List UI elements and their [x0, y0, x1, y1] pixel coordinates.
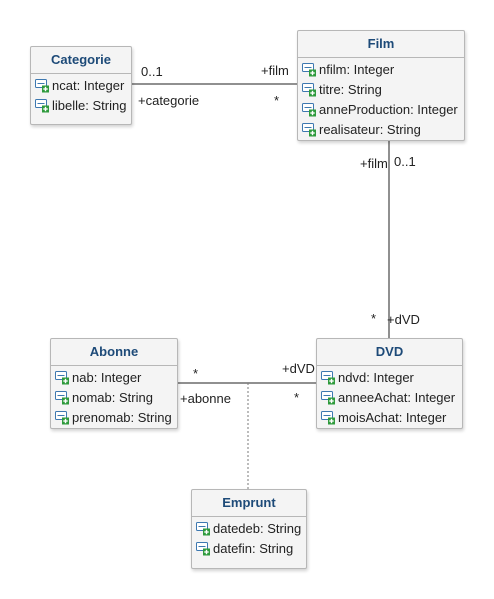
- class-title: Film: [298, 31, 464, 58]
- class-title: DVD: [317, 339, 462, 366]
- class-abonne[interactable]: Abonne nab: Integer nomab: String prenomab…: [50, 338, 178, 429]
- attribute-icon: [35, 99, 50, 113]
- multiplicity-dvd-side: *: [371, 311, 377, 326]
- attribute-text: libelle: String: [52, 98, 127, 113]
- attribute-icon: [302, 63, 317, 77]
- attribute-text: ndvd: Integer: [338, 370, 414, 385]
- attribute-list: ncat: Integer libelle: String: [31, 74, 131, 116]
- attribute-text: datefin: String: [213, 541, 294, 556]
- attribute-text: datedeb: String: [213, 521, 302, 536]
- attribute-row[interactable]: datefin: String: [192, 539, 306, 559]
- class-categorie[interactable]: Categorie ncat: Integer libelle: String: [30, 46, 132, 125]
- attribute-icon: [302, 123, 317, 137]
- class-film[interactable]: Film nfilm: Integer titre: String anneProd…: [297, 30, 465, 141]
- attribute-row[interactable]: ndvd: Integer: [317, 368, 462, 388]
- attribute-icon: [321, 411, 336, 425]
- multiplicity-film-side: *: [274, 93, 280, 108]
- attribute-text: ncat: Integer: [52, 78, 125, 93]
- multiplicity-film-side-dvd-link: 0..1: [394, 154, 416, 169]
- attribute-row[interactable]: datedeb: String: [192, 519, 306, 539]
- attribute-icon: [321, 371, 336, 385]
- attribute-text: moisAchat: Integer: [338, 410, 447, 425]
- attribute-icon: [302, 103, 317, 117]
- attribute-text: nfilm: Integer: [319, 62, 395, 77]
- class-emprunt[interactable]: Emprunt datedeb: String datefin: String: [191, 489, 307, 569]
- role-film-on-dvd-link: +film: [360, 156, 388, 171]
- attribute-row[interactable]: nfilm: Integer: [298, 60, 464, 80]
- attribute-text: anneeAchat: Integer: [338, 390, 456, 405]
- multiplicity-dvd-side-abonne-link: *: [294, 390, 300, 405]
- role-dvd-on-abonne-link: +dVD: [282, 361, 315, 376]
- attribute-icon: [196, 522, 211, 536]
- attribute-row[interactable]: moisAchat: Integer: [317, 408, 462, 428]
- attribute-text: titre: String: [319, 82, 382, 97]
- attribute-row[interactable]: libelle: String: [31, 96, 131, 116]
- attribute-row[interactable]: anneeAchat: Integer: [317, 388, 462, 408]
- attribute-icon: [55, 371, 70, 385]
- class-title: Emprunt: [192, 490, 306, 517]
- attribute-list: datedeb: String datefin: String: [192, 517, 306, 559]
- attribute-text: nomab: String: [72, 390, 153, 405]
- attribute-row[interactable]: titre: String: [298, 80, 464, 100]
- attribute-row[interactable]: ncat: Integer: [31, 76, 131, 96]
- class-title: Categorie: [31, 47, 131, 74]
- attribute-icon: [35, 79, 50, 93]
- role-dvd-on-film-link: +dVD: [387, 312, 420, 327]
- attribute-list: nab: Integer nomab: String prenomab: Strin…: [51, 366, 177, 428]
- attribute-icon: [302, 83, 317, 97]
- role-film-on-categorie-link: +film: [261, 63, 289, 78]
- multiplicity-abonne-side: *: [193, 366, 199, 381]
- attribute-row[interactable]: anneProduction: Integer: [298, 100, 464, 120]
- attribute-row[interactable]: nomab: String: [51, 388, 177, 408]
- role-abonne: +abonne: [180, 391, 231, 406]
- class-title: Abonne: [51, 339, 177, 366]
- attribute-icon: [55, 391, 70, 405]
- attribute-list: ndvd: Integer anneeAchat: Integer moisAcha…: [317, 366, 462, 428]
- attribute-text: nab: Integer: [72, 370, 142, 385]
- attribute-list: nfilm: Integer titre: String anneProductio…: [298, 58, 464, 140]
- attribute-row[interactable]: realisateur: String: [298, 120, 464, 140]
- multiplicity-categorie-side: 0..1: [141, 64, 163, 79]
- attribute-text: prenomab: String: [72, 410, 172, 425]
- class-dvd[interactable]: DVD ndvd: Integer anneeAchat: Integer mois…: [316, 338, 463, 429]
- attribute-row[interactable]: prenomab: String: [51, 408, 177, 428]
- attribute-icon: [55, 411, 70, 425]
- attribute-icon: [196, 542, 211, 556]
- attribute-row[interactable]: nab: Integer: [51, 368, 177, 388]
- attribute-text: realisateur: String: [319, 122, 421, 137]
- attribute-text: anneProduction: Integer: [319, 102, 458, 117]
- attribute-icon: [321, 391, 336, 405]
- role-categorie: +categorie: [138, 93, 200, 108]
